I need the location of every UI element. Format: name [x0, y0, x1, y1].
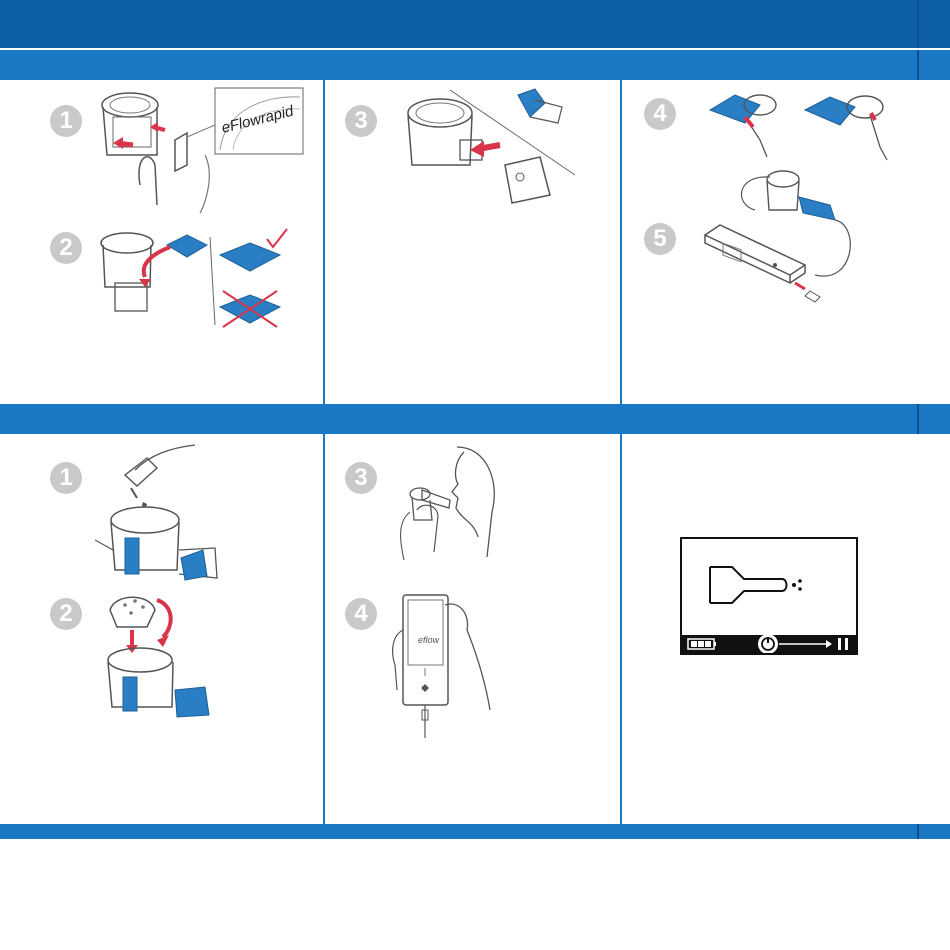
illustration-connect-cable [705, 85, 905, 165]
step-badge-3: 3 [345, 105, 377, 137]
step-badge-fill-4: 4 [345, 598, 377, 630]
illustration-insert-aerosol-head: eFlowrapid [95, 85, 310, 215]
top-header-bar [0, 0, 950, 48]
divider-top-right [620, 80, 622, 404]
illustration-attach-mouthpiece [400, 85, 580, 215]
step-badge-fill-1: 1 [50, 462, 82, 494]
step-badge-5: 5 [644, 223, 676, 255]
display-status-bar [682, 635, 856, 653]
band2-edge-tick [917, 404, 919, 434]
divider-top-left [323, 80, 325, 404]
illustration-controller-hand: eflow [385, 590, 495, 740]
illustration-inhale [392, 442, 502, 562]
divider-bottom-left [323, 434, 325, 824]
battery-icon [688, 639, 716, 649]
section-band-usage [0, 404, 950, 434]
divider-bottom-right [620, 434, 622, 824]
header-edge-tick [917, 0, 919, 48]
step-badge-2: 2 [50, 232, 82, 264]
pause-icon [838, 638, 848, 650]
mouthpiece-icon [682, 539, 856, 635]
device-brand-label: eflow [418, 635, 440, 645]
illustration-insert-seal [95, 225, 305, 335]
status-bar-icons [682, 635, 856, 653]
bottom-band [0, 824, 950, 839]
controller-display [680, 537, 858, 655]
step-badge-1: 1 [50, 105, 82, 137]
bottom-edge-tick [917, 824, 919, 839]
illustration-controller-connected [695, 165, 865, 315]
power-icon [758, 635, 778, 653]
illustration-close-cap [95, 585, 315, 720]
step-badge-4: 4 [644, 98, 676, 130]
band1-edge-tick [917, 50, 919, 80]
arrow-right-icon [779, 640, 832, 648]
section-band-assembly [0, 50, 950, 80]
step-badge-fill-3: 3 [345, 462, 377, 494]
step-badge-fill-2: 2 [50, 598, 82, 630]
illustration-fill-medication [95, 440, 315, 585]
